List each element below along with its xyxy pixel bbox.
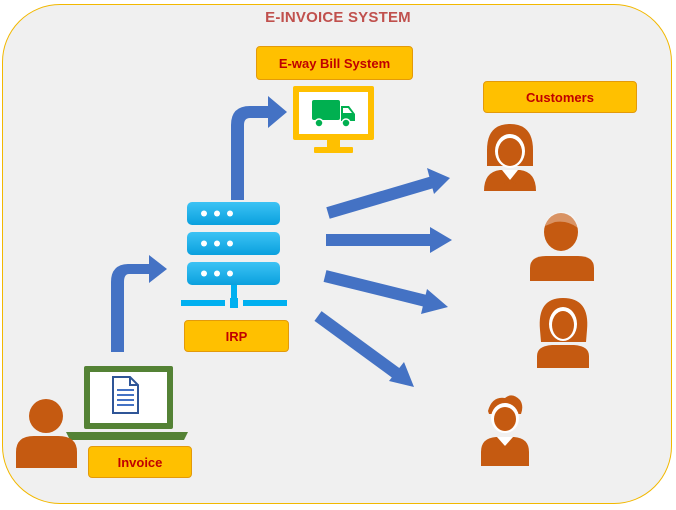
truck-icon (312, 100, 355, 128)
monitor-icon (293, 86, 374, 153)
arrow-irp-to-customer-3 (323, 270, 448, 314)
arrow-laptop-to-irp (111, 255, 167, 352)
server-icon (181, 202, 287, 308)
customer-icon (481, 395, 529, 466)
eway-bill-label: E-way Bill System (256, 46, 413, 80)
customer-icon (484, 124, 536, 191)
customer-icon (530, 212, 594, 281)
arrow-irp-to-eway (231, 96, 287, 200)
customer-icon (537, 298, 589, 368)
invoice-label: Invoice (88, 446, 192, 478)
person-icon (16, 399, 77, 468)
arrow-irp-to-customer-1 (326, 168, 450, 219)
laptop-icon (66, 366, 188, 440)
diagram-title: E-INVOICE SYSTEM (265, 9, 411, 26)
document-icon (112, 376, 139, 414)
arrow-irp-to-customer-2 (326, 227, 452, 253)
irp-label: IRP (184, 320, 289, 352)
customers-label: Customers (483, 81, 637, 113)
arrow-irp-to-customer-4 (314, 311, 414, 387)
